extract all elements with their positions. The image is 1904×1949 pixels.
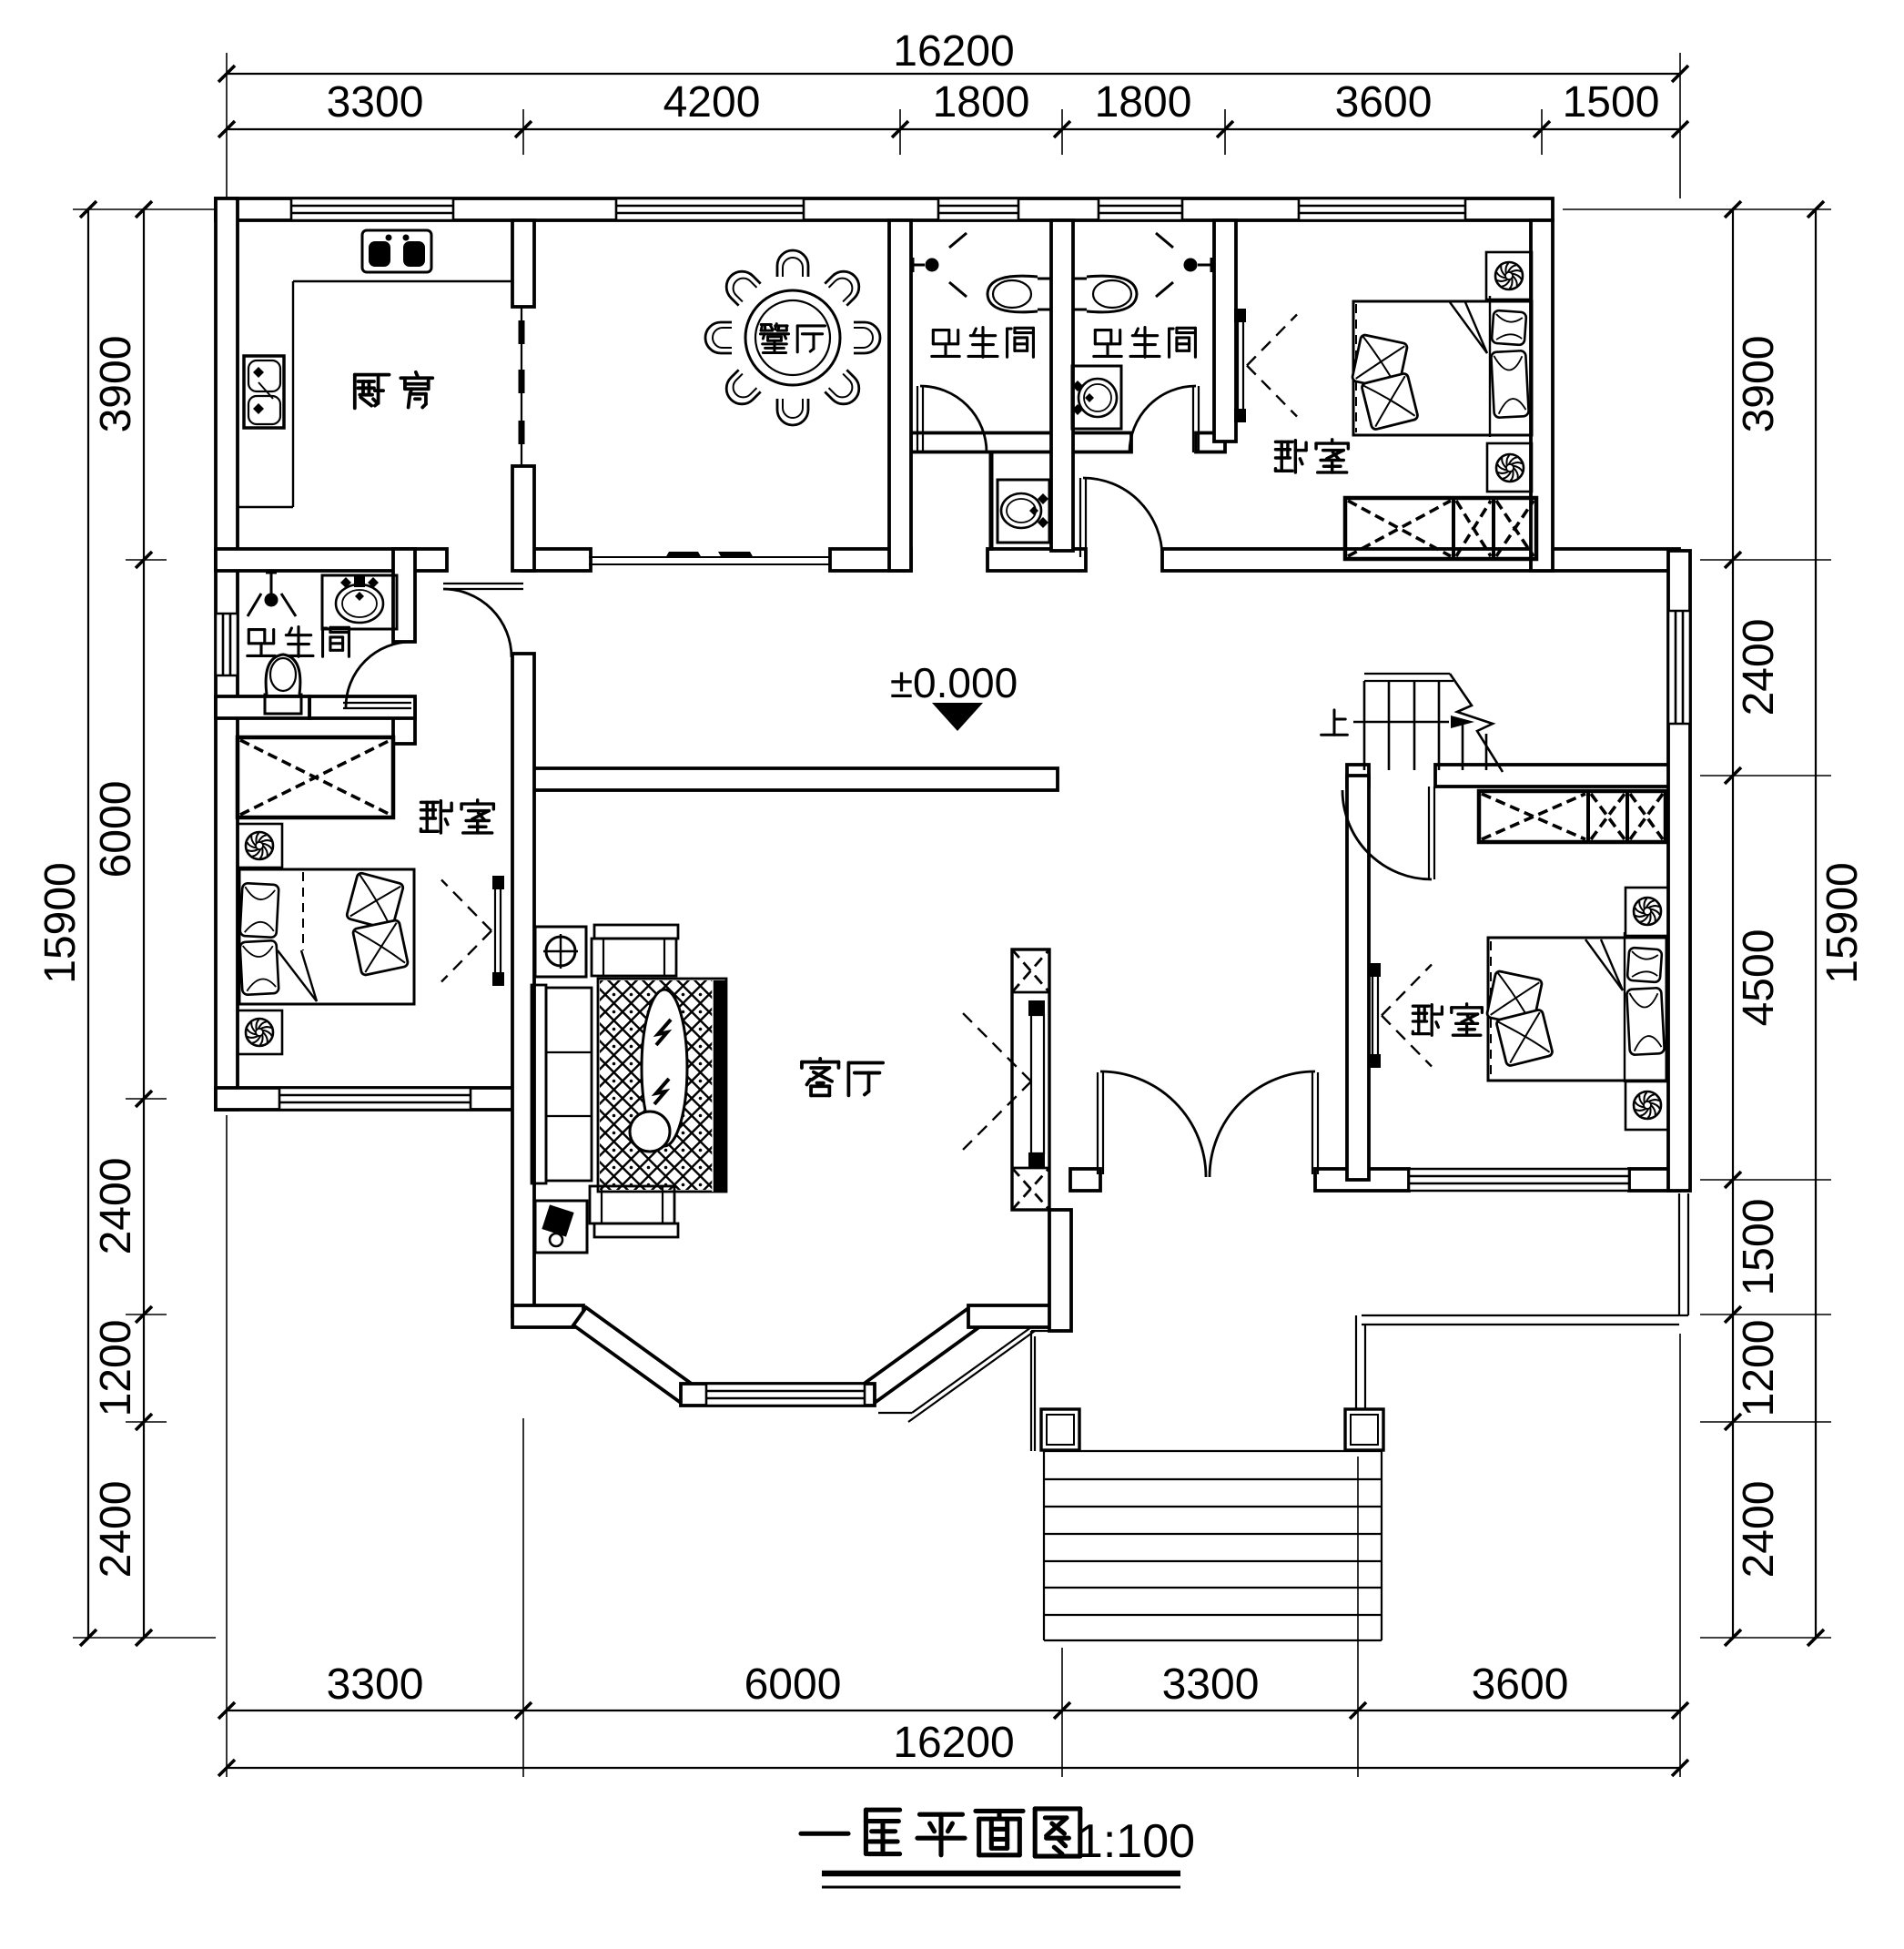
svg-text:±0.000: ±0.000 — [890, 659, 1018, 706]
svg-text:3300: 3300 — [327, 78, 424, 127]
svg-text:3300: 3300 — [327, 1660, 424, 1709]
svg-text:3300: 3300 — [1162, 1660, 1260, 1709]
svg-text:4500: 4500 — [1735, 929, 1783, 1027]
svg-text:3600: 3600 — [1335, 78, 1433, 127]
svg-text:6000: 6000 — [92, 781, 140, 878]
svg-text:15900: 15900 — [1818, 862, 1867, 983]
svg-text:3600: 3600 — [1472, 1660, 1569, 1709]
svg-text:1800: 1800 — [933, 78, 1030, 127]
svg-text:6000: 6000 — [744, 1660, 842, 1709]
svg-text:2400: 2400 — [1735, 1481, 1783, 1578]
svg-text:1200: 1200 — [1735, 1320, 1783, 1417]
svg-text:1200: 1200 — [92, 1320, 140, 1417]
svg-text:2400: 2400 — [92, 1481, 140, 1578]
svg-text:16200: 16200 — [893, 1719, 1014, 1767]
svg-text:2400: 2400 — [1735, 619, 1783, 716]
svg-text:1800: 1800 — [1095, 78, 1192, 127]
svg-text:15900: 15900 — [36, 862, 85, 983]
svg-text:1500: 1500 — [1563, 78, 1660, 127]
svg-text:4200: 4200 — [663, 78, 761, 127]
svg-text:1500: 1500 — [1735, 1199, 1783, 1296]
svg-text:1:100: 1:100 — [1077, 1815, 1195, 1868]
svg-text:16200: 16200 — [893, 27, 1014, 76]
svg-text:3900: 3900 — [92, 336, 140, 433]
svg-text:2400: 2400 — [92, 1158, 140, 1255]
svg-text:3900: 3900 — [1735, 336, 1783, 433]
